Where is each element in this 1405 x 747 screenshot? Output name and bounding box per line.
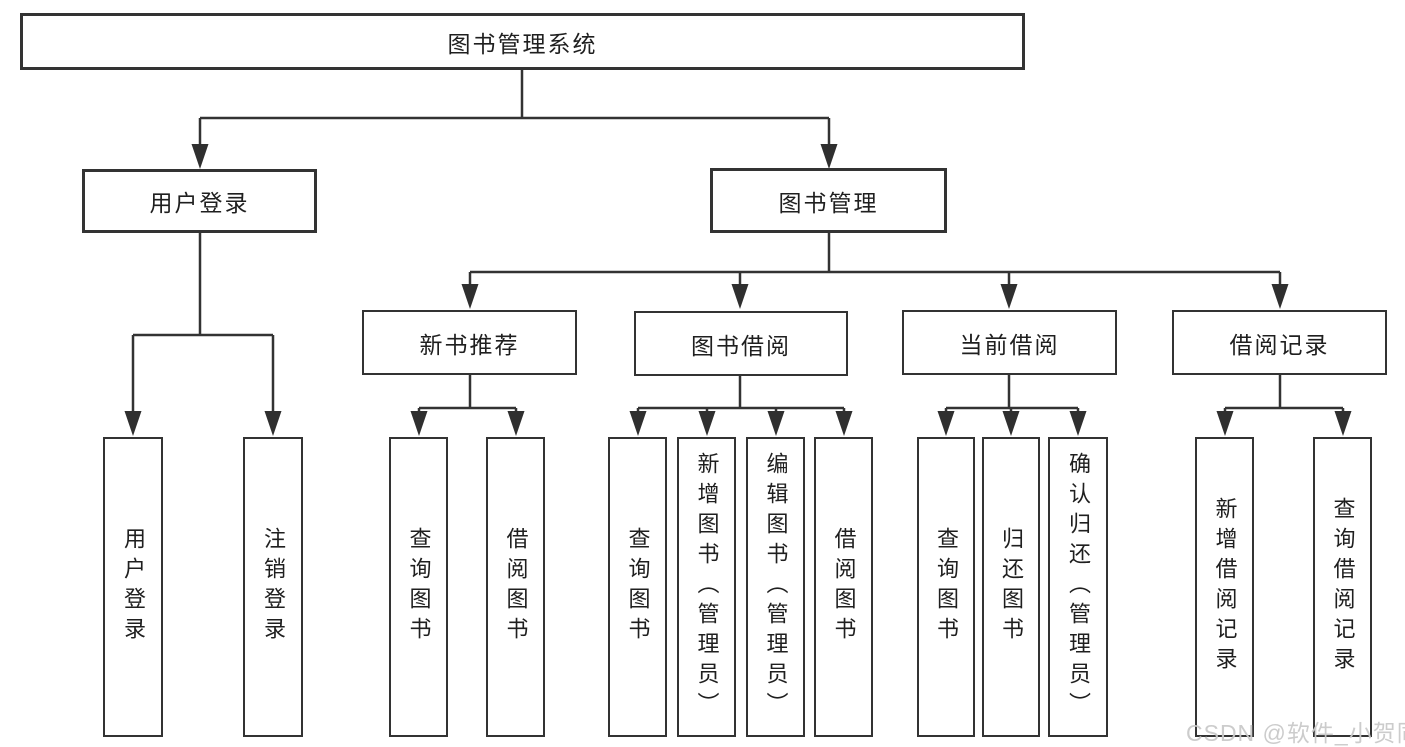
node-user-login-box: 用户登录: [82, 169, 317, 233]
node-new-book-recommend-box: 新书推荐: [362, 310, 577, 375]
node-current-borrow-box: 当前借阅: [902, 310, 1117, 375]
arrow-icon: [698, 411, 716, 436]
arrow-icon: [124, 411, 142, 436]
leaf-query-books-1-box: 查询图书: [389, 437, 448, 737]
arrow-icon: [264, 411, 282, 436]
arrow-icon: [937, 411, 955, 436]
node-book-management-box: 图书管理: [710, 168, 947, 233]
arrow-icon: [1002, 411, 1020, 436]
arrowheads: [124, 144, 1352, 436]
leaf-query-books-3-box: 查询图书: [917, 437, 975, 737]
leaf-label: 新增图书（管理员）: [694, 452, 720, 722]
arrow-icon: [461, 284, 479, 309]
leaf-label: 查询图书: [625, 527, 651, 647]
arrow-icon: [1069, 411, 1087, 436]
leaf-label: 新增借阅记录: [1212, 497, 1238, 677]
node-user-login-label: 用户登录: [149, 190, 250, 216]
leaf-borrow-books-1-box: 借阅图书: [486, 437, 545, 737]
arrow-icon: [731, 284, 749, 309]
leaf-query-books-2-box: 查询图书: [608, 437, 667, 737]
node-root-label: 图书管理系统: [447, 30, 598, 57]
leaf-label: 借阅图书: [831, 527, 857, 647]
node-book-borrow-box: 图书借阅: [634, 311, 848, 376]
leaf-logout-box: 注销登录: [243, 437, 303, 737]
leaf-label: 借阅图书: [503, 527, 529, 647]
leaf-label: 查询图书: [934, 527, 959, 647]
arrow-icon: [629, 411, 647, 436]
node-book-management-label: 图书管理: [778, 189, 879, 216]
leaf-add-books-admin-box: 新增图书（管理员）: [677, 437, 736, 737]
leaf-user-login-box: 用户登录: [103, 437, 163, 737]
arrow-icon: [507, 411, 525, 436]
leaf-query-borrow-record-box: 查询借阅记录: [1313, 437, 1372, 737]
arrow-icon: [410, 411, 428, 436]
leaf-label: 确认归还（管理员）: [1066, 452, 1091, 722]
leaf-confirm-return-admin-box: 确认归还（管理员）: [1048, 437, 1108, 737]
arrow-icon: [1271, 284, 1289, 309]
leaf-label: 归还图书: [999, 527, 1024, 647]
leaf-add-borrow-record-box: 新增借阅记录: [1195, 437, 1254, 737]
node-borrow-records-box: 借阅记录: [1172, 310, 1387, 375]
leaf-label: 用户登录: [121, 527, 146, 647]
arrow-icon: [1216, 411, 1234, 436]
leaf-borrow-books-2-box: 借阅图书: [814, 437, 873, 737]
leaf-label: 查询图书: [406, 527, 432, 647]
arrow-icon: [767, 411, 785, 436]
watermark: CSDN @软件_小贺同学: [1186, 720, 1405, 746]
node-root-box: 图书管理系统: [20, 13, 1025, 70]
arrow-icon: [1334, 411, 1352, 436]
node-new-book-recommend-label: 新书推荐: [419, 331, 520, 358]
arrow-icon: [820, 144, 838, 169]
node-book-borrow-label: 图书借阅: [691, 332, 791, 359]
arrow-icon: [835, 411, 853, 436]
arrow-icon: [191, 144, 209, 169]
leaf-label: 注销登录: [261, 527, 286, 647]
leaf-label: 查询借阅记录: [1330, 497, 1356, 677]
arrow-icon: [1000, 284, 1018, 309]
node-current-borrow-label: 当前借阅: [959, 331, 1060, 358]
leaf-return-books-box: 归还图书: [982, 437, 1040, 737]
leaf-edit-books-admin-box: 编辑图书（管理员）: [746, 437, 805, 737]
node-borrow-records-label: 借阅记录: [1229, 331, 1330, 358]
leaf-label: 编辑图书（管理员）: [763, 452, 789, 722]
